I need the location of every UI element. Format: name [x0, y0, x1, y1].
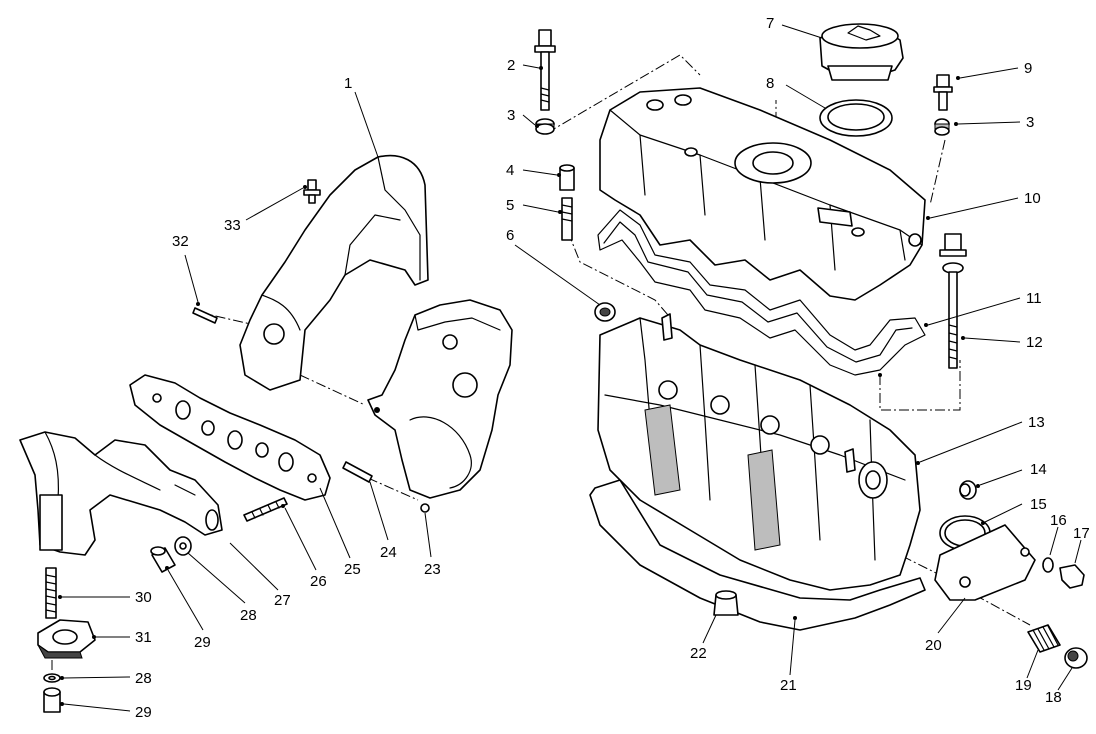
stud-32 — [192, 307, 218, 324]
washer-3-right — [934, 118, 950, 136]
bolt-9 — [933, 74, 953, 111]
callout-7: 7 — [766, 15, 774, 32]
callout-28-upper: 28 — [240, 607, 257, 624]
callout-6: 6 — [506, 227, 514, 244]
callout-1: 1 — [344, 75, 352, 92]
bolt-2 — [534, 29, 556, 111]
callout-23: 23 — [424, 561, 441, 578]
callout-3-right: 3 — [1026, 114, 1034, 131]
seal-6 — [594, 302, 616, 322]
lower-timing-cover — [367, 299, 513, 513]
washer-16 — [1042, 557, 1054, 573]
upper-timing-cover — [239, 154, 429, 391]
bolt-17 — [1059, 564, 1085, 589]
callout-28-lower: 28 — [135, 670, 152, 687]
callout-21: 21 — [780, 677, 797, 694]
bolt-12 — [939, 233, 967, 369]
callout-15: 15 — [1030, 496, 1047, 513]
valve-cover-gasket — [597, 209, 926, 376]
flange-gasket-31 — [37, 619, 96, 659]
callout-24: 24 — [380, 544, 397, 561]
washer-28-lower — [43, 673, 61, 683]
callout-27: 27 — [274, 592, 291, 609]
stud-5 — [561, 197, 573, 241]
bolt-33 — [303, 179, 321, 204]
callout-3-left: 3 — [507, 107, 515, 124]
leader-lines — [58, 24, 1082, 712]
callout-13: 13 — [1028, 414, 1045, 431]
stud-24 — [342, 461, 373, 483]
callout-10: 10 — [1024, 190, 1041, 207]
washer-28-upper — [174, 536, 192, 556]
callout-31: 31 — [135, 629, 152, 646]
oil-filler-seal — [819, 99, 893, 137]
oil-filler-cap — [819, 23, 904, 81]
callout-25: 25 — [344, 561, 361, 578]
stud-26 — [243, 497, 288, 522]
valve-cover — [599, 87, 926, 301]
callout-16: 16 — [1050, 512, 1067, 529]
spring-19 — [1027, 624, 1061, 653]
stud-30 — [45, 567, 57, 619]
spacer-4 — [559, 164, 575, 191]
callout-19: 19 — [1015, 677, 1032, 694]
callout-11: 11 — [1026, 290, 1042, 307]
nut-29-upper — [150, 546, 176, 573]
callout-9: 9 — [1024, 60, 1032, 77]
callout-29-lower: 29 — [135, 704, 152, 721]
callout-labels: 1 2 3 3 4 5 6 7 8 9 10 11 12 13 14 15 16… — [135, 15, 1090, 721]
callout-12: 12 — [1026, 334, 1043, 351]
callout-14: 14 — [1030, 461, 1047, 478]
exhaust-manifold — [19, 431, 223, 556]
nut-29-lower — [43, 687, 61, 713]
cap-18 — [1064, 647, 1088, 669]
cylinder-head — [589, 313, 926, 631]
washer-3-left — [535, 118, 555, 135]
callout-22: 22 — [690, 645, 707, 662]
callout-30: 30 — [135, 589, 152, 606]
callout-4: 4 — [506, 162, 514, 179]
callout-5: 5 — [506, 197, 514, 214]
plug-14 — [959, 480, 977, 500]
exhaust-manifold-gasket — [129, 374, 331, 501]
callout-29-upper: 29 — [194, 634, 211, 651]
callout-8: 8 — [766, 75, 774, 92]
callout-26: 26 — [310, 573, 327, 590]
callout-17: 17 — [1073, 525, 1090, 542]
cover-plate-20 — [934, 524, 1036, 601]
valve-stem-seal-22 — [713, 590, 739, 616]
callout-2: 2 — [507, 57, 515, 74]
callout-18: 18 — [1045, 689, 1062, 706]
callout-33: 33 — [224, 217, 241, 234]
callout-20: 20 — [925, 637, 942, 654]
callout-32: 32 — [172, 233, 189, 250]
